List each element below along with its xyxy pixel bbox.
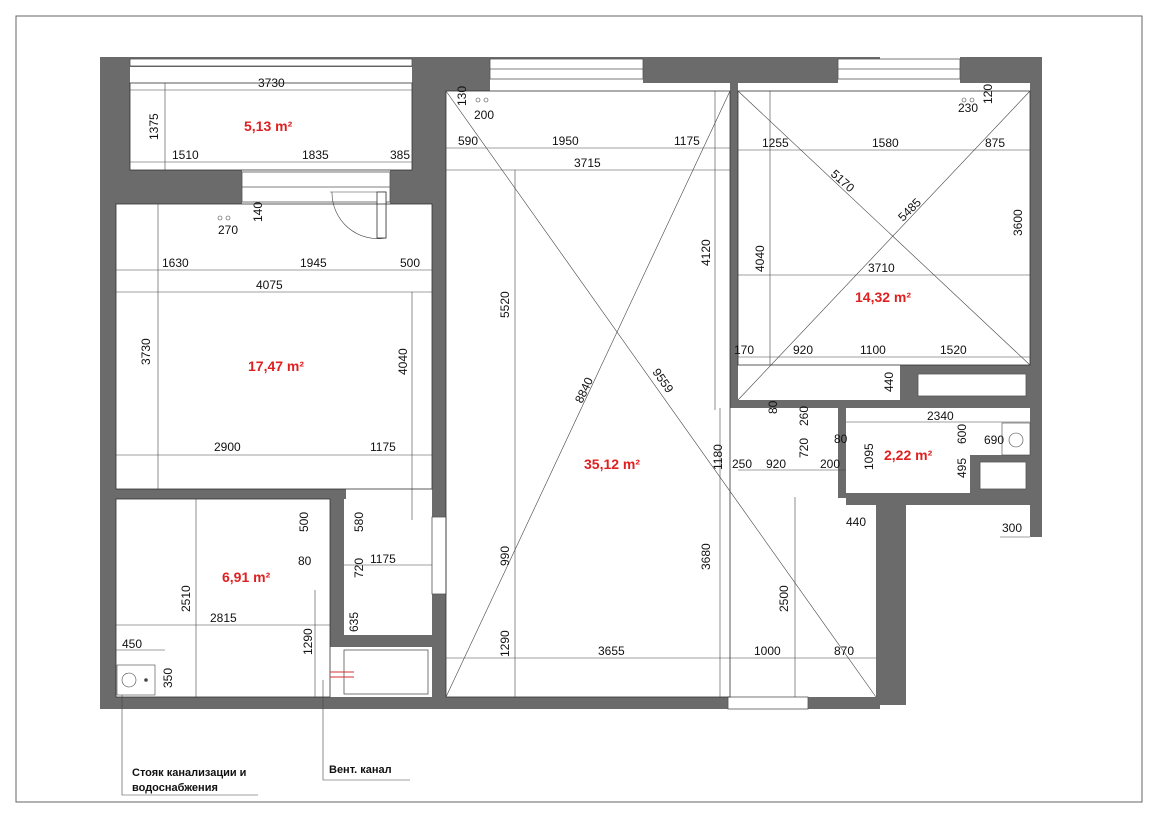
dim-label: 875 <box>985 136 1005 150</box>
dim-label: 5520 <box>498 291 512 318</box>
dim-label: 720 <box>797 438 811 458</box>
dim-label: 1180 <box>711 444 725 470</box>
dim-label: 495 <box>955 458 969 478</box>
dim-label: 1950 <box>552 134 579 148</box>
leader-lines <box>121 680 410 796</box>
dim-label: 140 <box>251 202 265 222</box>
dim-label: 1580 <box>872 136 899 150</box>
dim-label: 3710 <box>868 261 895 275</box>
dim-label: 1175 <box>674 134 700 148</box>
vent-channel-mark <box>330 671 354 678</box>
dim-label: 3600 <box>1011 209 1025 236</box>
dim-label: 580 <box>352 512 366 532</box>
sink-kitchen <box>116 664 156 696</box>
dim-label: 690 <box>984 433 1004 447</box>
dim-label: 2815 <box>210 611 237 625</box>
area-bathroom: 2,22 m² <box>884 447 933 463</box>
dim-label: 385 <box>390 148 410 162</box>
dim-label: 3730 <box>258 76 285 90</box>
dim-label: 600 <box>955 424 969 444</box>
dim-label: 1255 <box>762 136 789 150</box>
dim-label: 2340 <box>927 409 954 423</box>
drawing-frame <box>15 15 1143 803</box>
dim-label: 200 <box>820 457 840 471</box>
dim-label: 9559 <box>650 366 677 396</box>
area-living: 35,12 m² <box>584 456 640 472</box>
dim-label: 1375 <box>147 113 161 140</box>
dimension-lines <box>116 83 1030 697</box>
dim-label: 720 <box>352 558 366 578</box>
dim-label: 440 <box>882 372 896 392</box>
dim-label: 1630 <box>162 256 189 270</box>
fixtures <box>116 97 1031 696</box>
dim-label: 1100 <box>860 343 886 357</box>
windows <box>129 58 961 710</box>
dim-label: 1945 <box>300 256 327 270</box>
dim-label: 80 <box>766 400 780 414</box>
area-balcony: 5,13 m² <box>244 118 293 134</box>
diagonals <box>445 90 1031 698</box>
dim-label: 8840 <box>572 375 596 405</box>
dim-label: 300 <box>1002 521 1022 535</box>
dim-label: 1520 <box>940 343 967 357</box>
dim-label: 1290 <box>498 630 512 657</box>
dim-label: 5485 <box>895 195 924 224</box>
dim-label: 2900 <box>214 440 241 454</box>
dim-label: 3730 <box>139 338 153 365</box>
dim-label: 270 <box>218 223 238 237</box>
dim-label: 2510 <box>179 585 193 612</box>
dim-label: 4040 <box>753 245 767 272</box>
dim-label: 590 <box>458 134 478 148</box>
dim-label: 80 <box>834 432 848 446</box>
note-riser-line2: водоснабжения <box>132 782 218 794</box>
area-labels: 5,13 m² 17,47 m² 6,91 m² 35,12 m² 14,32 … <box>222 118 933 585</box>
dim-label: 2500 <box>777 585 791 612</box>
wall-niches <box>343 373 1027 695</box>
area-kitchen: 6,91 m² <box>222 569 271 585</box>
dim-label: 1835 <box>302 148 329 162</box>
dim-label: 260 <box>797 406 811 426</box>
dim-label: 920 <box>766 457 786 471</box>
dim-label: 4040 <box>396 348 410 375</box>
dim-label: 635 <box>347 612 361 632</box>
dim-label: 920 <box>793 343 813 357</box>
dim-label: 170 <box>734 343 754 357</box>
area-bedroom-left: 17,47 m² <box>248 358 304 374</box>
note-vent: Вент. канал <box>329 764 392 776</box>
area-bedroom-right: 14,32 m² <box>855 289 911 305</box>
dim-label: 250 <box>732 457 752 471</box>
dim-label: 870 <box>834 644 854 658</box>
dim-label: 5170 <box>828 167 857 195</box>
dim-label: 4075 <box>256 278 283 292</box>
dim-label: 1175 <box>370 552 396 566</box>
dim-label: 1175 <box>370 440 396 454</box>
dimension-labels: 3730 1375 1510 1835 385 140 270 1630 194… <box>122 76 1025 688</box>
dim-label: 440 <box>846 515 866 529</box>
dim-label: 130 <box>455 86 469 106</box>
dim-label: 1510 <box>172 148 199 162</box>
note-riser-line1: Стояк канализации и <box>132 767 246 779</box>
dim-label: 4120 <box>699 239 713 266</box>
dim-label: 1095 <box>862 443 876 470</box>
door-leaf <box>376 191 387 239</box>
dim-label: 1000 <box>754 644 781 658</box>
dim-label: 230 <box>958 101 978 115</box>
dim-label: 80 <box>298 554 312 568</box>
dim-label: 120 <box>981 84 995 104</box>
dim-label: 3655 <box>598 644 625 658</box>
dim-label: 1290 <box>301 628 315 655</box>
dim-label: 990 <box>498 546 512 566</box>
room-outlines <box>115 82 1031 698</box>
dim-label: 500 <box>297 512 311 532</box>
toilet-bath <box>1001 422 1031 456</box>
notes: Стояк канализации и водоснабжения Вент. … <box>132 764 392 794</box>
dim-label: 350 <box>161 668 175 688</box>
dim-label: 450 <box>122 637 142 651</box>
walls <box>100 57 1042 709</box>
dim-label: 500 <box>400 256 420 270</box>
dim-label: 3715 <box>574 156 601 170</box>
dim-label: 3680 <box>699 543 713 570</box>
dim-label: 200 <box>474 108 494 122</box>
